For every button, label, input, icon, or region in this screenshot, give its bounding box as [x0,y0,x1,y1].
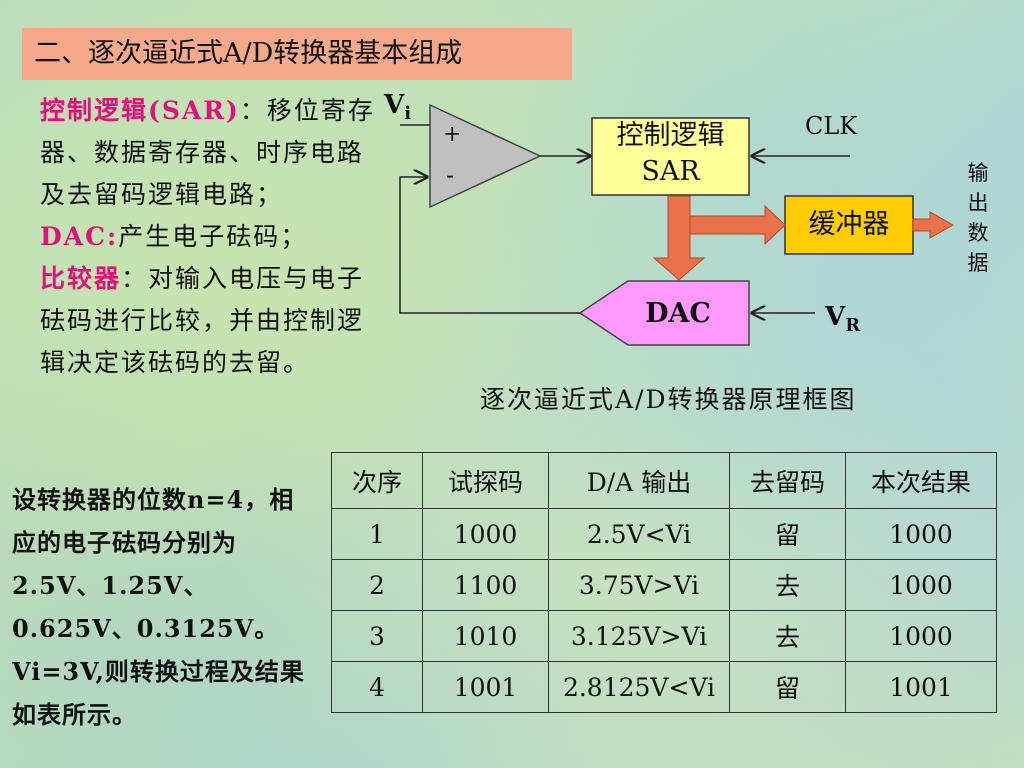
page-title: 二、逐次逼近式A/D转换器基本组成 [22,28,572,80]
component-description: 控制逻辑(SAR)：移位寄存器、数据寄存器、时序电路及去留码逻辑电路； DAC:… [40,90,390,384]
dac-block-label: DAC [645,298,711,329]
table-header: 试探码 [422,452,549,509]
table-header: D/A 输出 [548,452,730,509]
sar-block [591,117,750,196]
minus-sign: - [446,161,455,189]
feedback-wire [399,177,580,314]
sar-block-label: 控制逻辑 SAR [616,120,725,187]
dac-label: DAC: [40,222,119,251]
conversion-table: 次序 试探码 D/A 输出 去留码 本次结果 1 1000 2.5V<Vi 留 … [331,452,997,713]
comparator-description: ：对输入电压与电子砝码进行比较，并由控制逻辑决定该砝码的去留。 [40,264,365,377]
dac-block [578,280,750,346]
sar-label: 控制逻辑(SAR) [40,96,240,125]
diagram-caption: 逐次逼近式A/D转换器原理框图 [480,385,857,414]
table-header: 去留码 [729,452,846,509]
sar-description: ：移位寄存器、数据寄存器、时序电路及去留码逻辑电路； [40,96,375,209]
table-row: 4 1001 2.8125V<Vi 留 1001 [331,661,997,713]
output-label: 输出数据 [967,161,989,275]
comparator-shape [429,103,542,209]
table-header: 次序 [331,452,423,509]
comparator-label: 比较器 [40,264,122,293]
buffer-output-arrow [912,211,955,239]
vr-label: VR [825,302,861,337]
buffer-label: 缓冲器 [808,209,890,240]
table-row: 3 1010 3.125V>Vi 去 1000 [331,610,997,662]
example-description: 设转换器的位数n=4，相应的电子砝码分别为2.5V、1.25V、0.625V、0… [12,485,305,729]
table-header: 本次结果 [845,452,997,509]
dac-description: 产生电子砝码； [118,222,308,251]
buffer-block [784,195,914,255]
plus-sign: + [443,122,462,147]
clk-label: CLK [805,112,858,140]
sar-to-dac-arrow [652,195,706,281]
table-row: 1 1000 2.5V<Vi 留 1000 [331,508,997,560]
vi-label: Vi [384,90,412,125]
table-row: 2 1100 3.75V>Vi 去 1000 [331,559,997,611]
